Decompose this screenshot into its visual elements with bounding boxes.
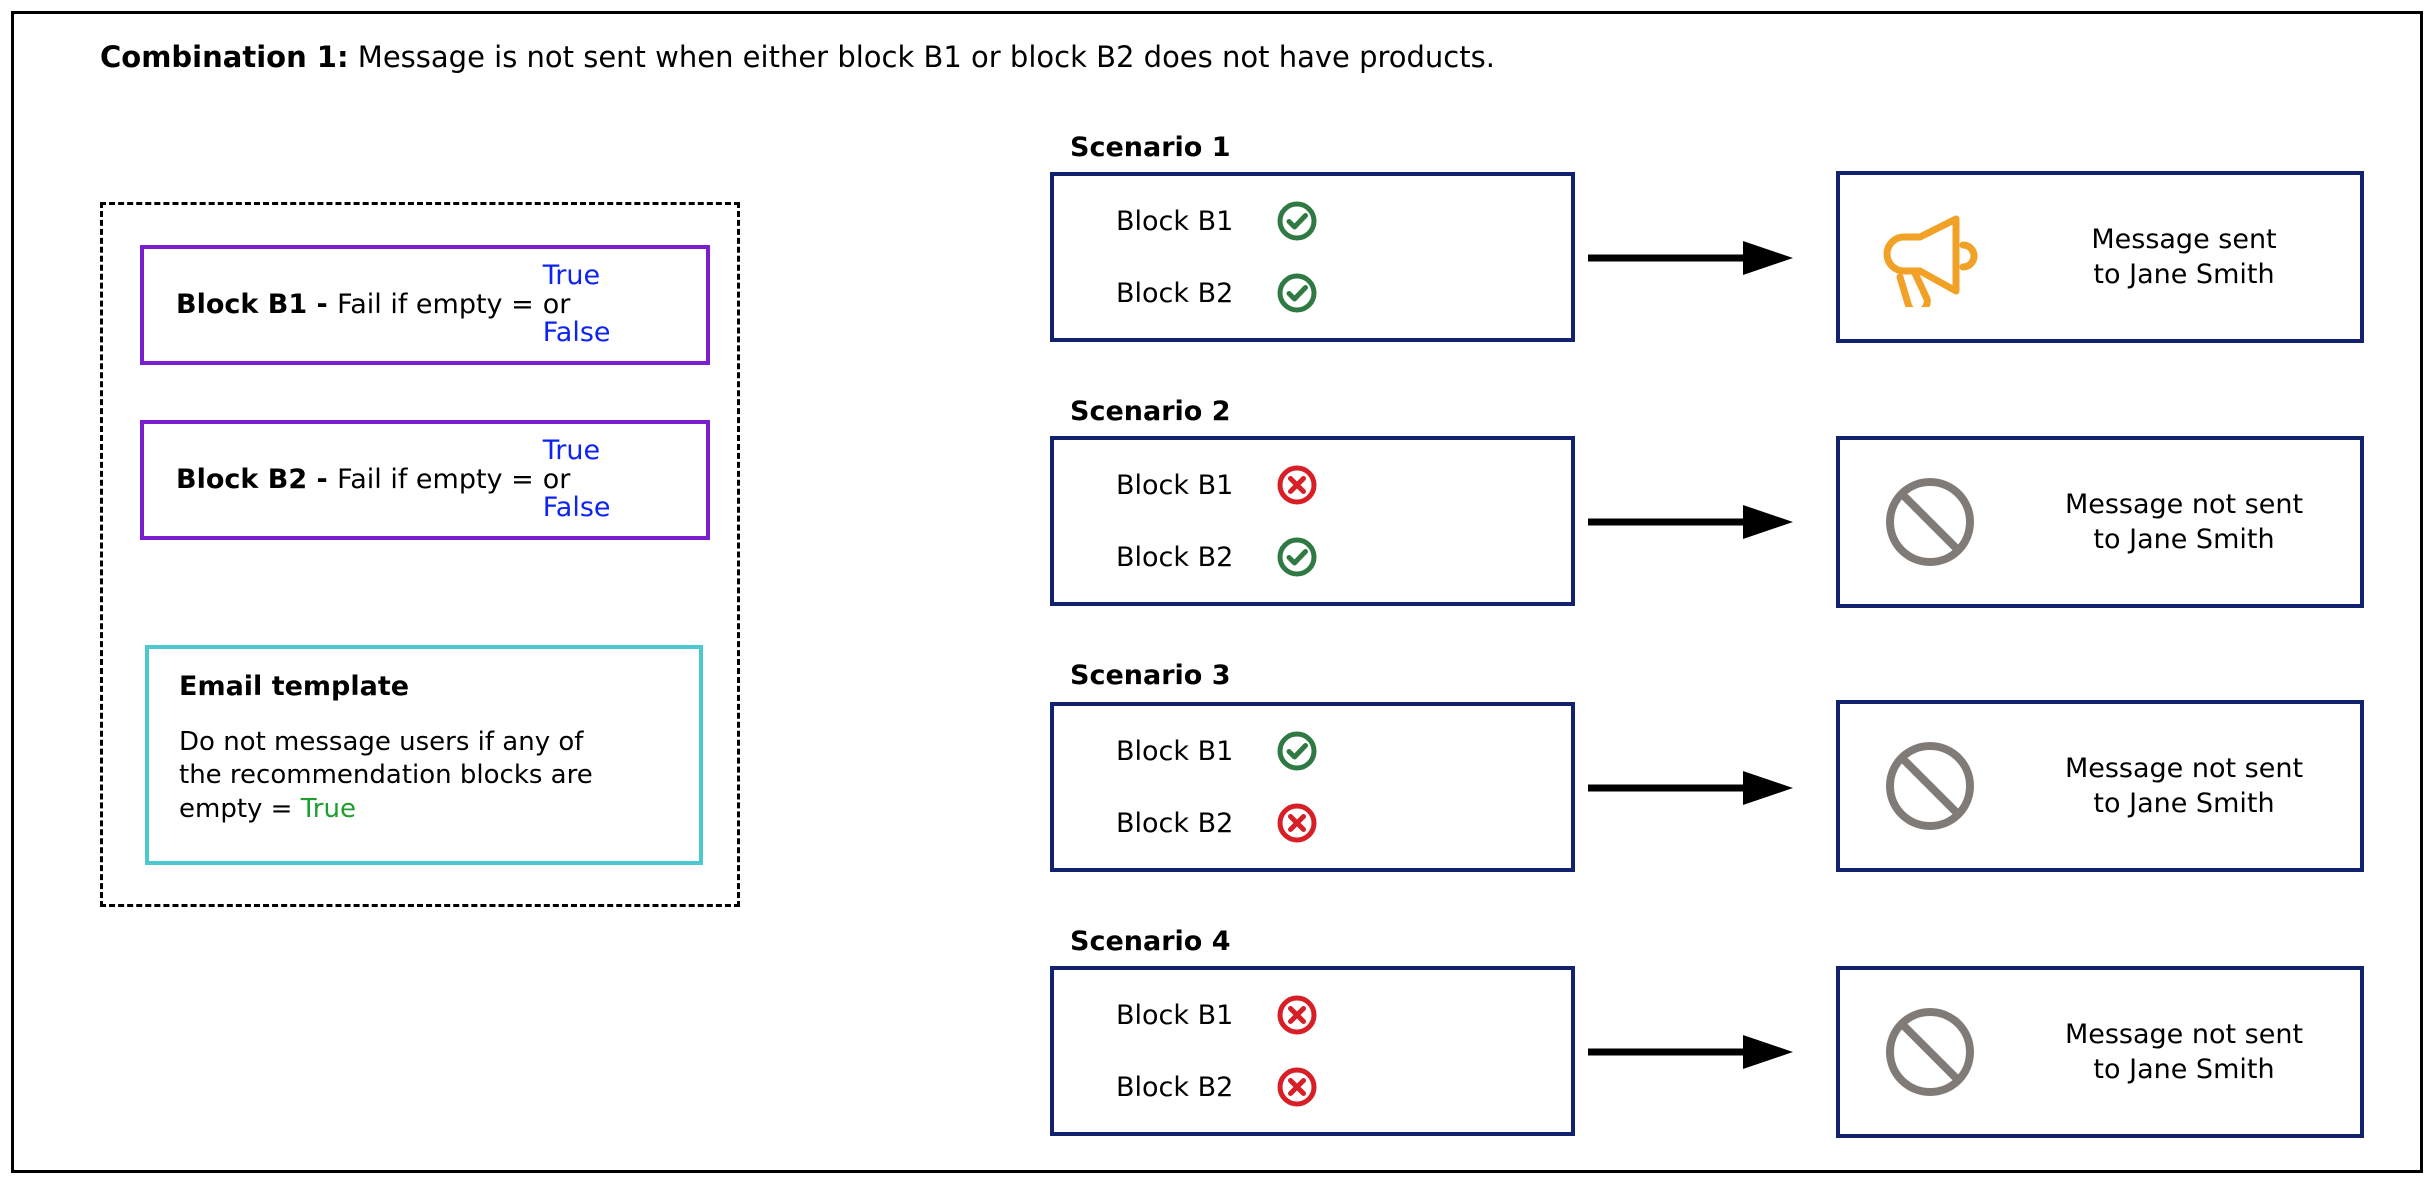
scenario-blocks-box-1: Block B1 Block B2: [1050, 172, 1575, 342]
config-label-block-b1: Block B1 - Fail if empty =: [176, 289, 534, 320]
block-row: Block B2: [1116, 787, 1571, 859]
flow-arrow: [1588, 766, 1798, 810]
email-body-line1: Do not message users if any of: [179, 727, 584, 757]
block-row: Block B2: [1116, 257, 1571, 329]
block-name: Block B2: [1116, 807, 1234, 839]
config-block-name-b2: Block B2: [176, 464, 308, 496]
block-row: Block B1: [1116, 449, 1571, 521]
config-value-or-b1: or: [542, 288, 571, 320]
result-line-2: to Jane Smith: [2093, 1054, 2275, 1085]
title-rest: Message is not sent when either block B1…: [348, 40, 1495, 74]
config-row-block-b2: Block B2 - Fail if empty = True or False: [144, 435, 706, 524]
block-row: Block B1: [1116, 185, 1571, 257]
config-box-block-b1: Block B1 - Fail if empty = True or False: [140, 245, 710, 365]
scenario-result-box-1: Message sent to Jane Smith: [1836, 171, 2364, 343]
prohibited-icon: [1878, 736, 1990, 836]
config-setting-b2: Fail if empty =: [337, 464, 534, 496]
scenario-result-box-3: Message not sent to Jane Smith: [1836, 700, 2364, 872]
check-circle-icon: [1276, 200, 1318, 242]
scenario-blocks-box-2: Block B1 Block B2: [1050, 436, 1575, 606]
check-circle-icon: [1276, 536, 1318, 578]
config-value-false-b2: False: [542, 492, 611, 524]
x-circle-icon: [1276, 802, 1318, 844]
prohibited-icon: [1878, 472, 1990, 572]
config-separator-b1: -: [307, 289, 338, 321]
config-values-b1: True or False: [542, 260, 611, 349]
scenario-label-1: Scenario 1: [1070, 132, 1231, 163]
block-name: Block B2: [1116, 541, 1234, 573]
result-line-1: Message sent: [2091, 223, 2277, 255]
flow-arrow: [1588, 500, 1798, 544]
flow-arrow: [1588, 1030, 1798, 1074]
x-circle-icon: [1276, 1066, 1318, 1108]
block-name: Block B2: [1116, 1071, 1234, 1103]
config-value-false-b1: False: [542, 317, 611, 349]
megaphone-icon: [1878, 207, 1990, 315]
email-body-line3: empty =: [179, 793, 301, 824]
scenario-blocks-box-3: Block B1 Block B2: [1050, 702, 1575, 872]
scenario-label-3: Scenario 3: [1070, 660, 1231, 691]
email-body-value: True: [300, 793, 356, 824]
config-box-block-b2: Block B2 - Fail if empty = True or False: [140, 420, 710, 540]
block-row: Block B1: [1116, 979, 1571, 1051]
block-row: Block B2: [1116, 521, 1571, 593]
block-name: Block B1: [1116, 999, 1234, 1031]
x-circle-icon: [1276, 464, 1318, 506]
x-circle-icon: [1276, 994, 1318, 1036]
scenario-label-4: Scenario 4: [1070, 926, 1231, 957]
check-circle-icon: [1276, 730, 1318, 772]
config-row-block-b1: Block B1 - Fail if empty = True or False: [144, 260, 706, 349]
result-line-2: to Jane Smith: [2093, 259, 2275, 290]
result-line-2: to Jane Smith: [2093, 524, 2275, 555]
check-circle-icon: [1276, 272, 1318, 314]
result-line-2: to Jane Smith: [2093, 788, 2275, 819]
email-template-title: Email template: [179, 671, 410, 702]
config-value-or-b2: or: [542, 463, 571, 495]
scenario-blocks-box-4: Block B1 Block B2: [1050, 966, 1575, 1136]
result-text: Message not sent to Jane Smith: [2008, 751, 2360, 821]
config-setting-b1: Fail if empty =: [337, 289, 534, 321]
block-name: Block B2: [1116, 277, 1234, 309]
scenario-result-box-4: Message not sent to Jane Smith: [1836, 966, 2364, 1138]
result-text: Message not sent to Jane Smith: [2008, 1017, 2360, 1087]
config-label-block-b2: Block B2 - Fail if empty =: [176, 464, 534, 495]
flow-arrow: [1588, 236, 1798, 280]
scenario-result-box-2: Message not sent to Jane Smith: [1836, 436, 2364, 608]
result-line-1: Message not sent: [2064, 488, 2304, 520]
prohibited-icon: [1878, 1002, 1990, 1102]
block-name: Block B1: [1116, 735, 1234, 767]
result-line-1: Message not sent: [2064, 1018, 2304, 1050]
config-panel-dashed-container: [100, 202, 740, 907]
result-line-1: Message not sent: [2064, 752, 2304, 784]
block-row: Block B2: [1116, 1051, 1571, 1123]
result-text: Message sent to Jane Smith: [2008, 222, 2360, 292]
scenario-label-2: Scenario 2: [1070, 396, 1231, 427]
block-name: Block B1: [1116, 205, 1234, 237]
config-value-true-b1: True: [542, 260, 601, 292]
config-values-b2: True or False: [542, 435, 611, 524]
outer-frame: [11, 11, 2423, 1173]
page-title: Combination 1: Message is not sent when …: [100, 40, 1495, 74]
block-row: Block B1: [1116, 715, 1571, 787]
email-template-box: Email template Do not message users if a…: [145, 645, 703, 865]
title-lead: Combination 1:: [100, 40, 349, 74]
email-body-line2: the recommendation blocks are: [179, 760, 593, 791]
config-block-name-b1: Block B1: [176, 289, 308, 321]
config-value-true-b2: True: [542, 435, 601, 467]
config-separator-b2: -: [307, 464, 338, 496]
block-name: Block B1: [1116, 469, 1234, 501]
result-text: Message not sent to Jane Smith: [2008, 487, 2360, 557]
